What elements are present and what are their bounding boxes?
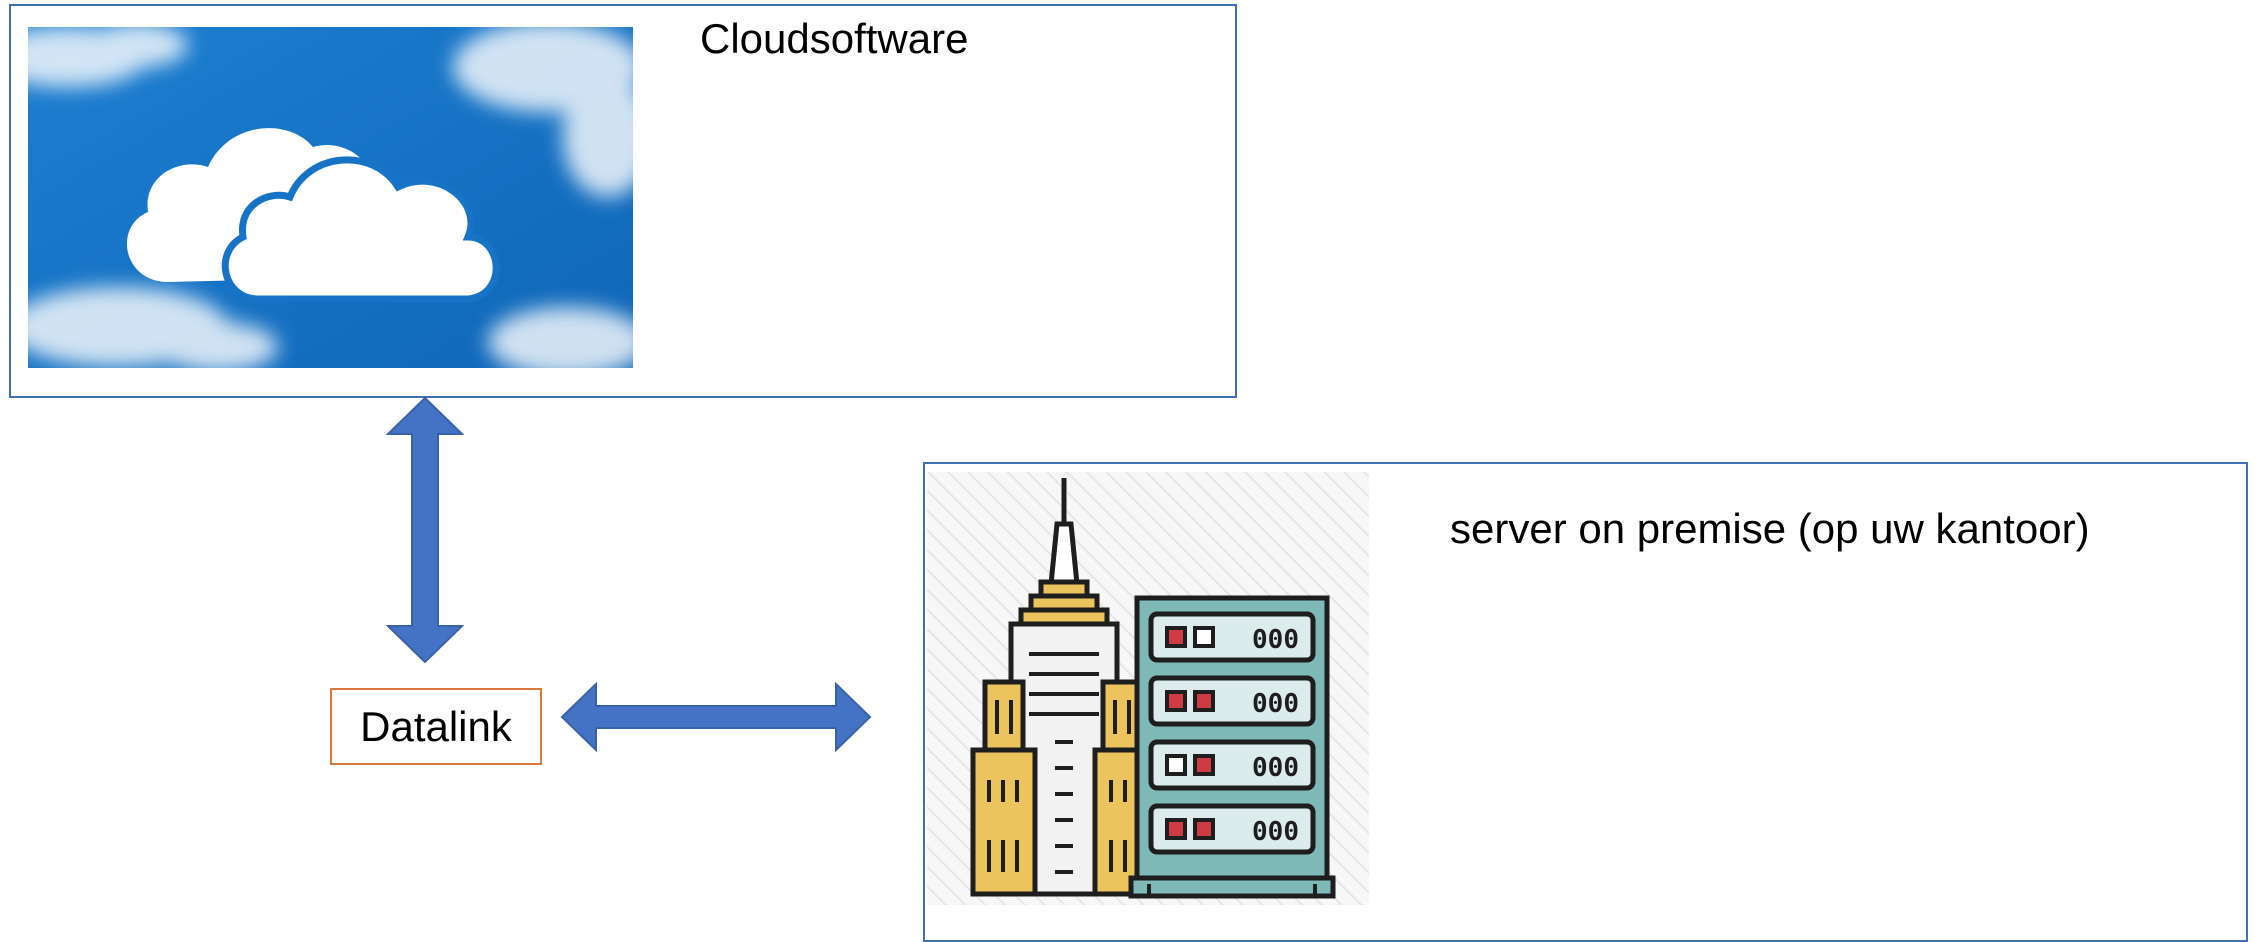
rack-unit [1148,611,1316,663]
rack-unit [1148,803,1316,855]
horizontal-double-arrow [560,682,872,752]
rack-indicator-light [1193,626,1215,648]
rack-indicator-light [1165,690,1187,712]
rack-unit [1148,739,1316,791]
cloud-software-title: Cloudsoftware [700,15,969,62]
cloud-icon [28,27,633,368]
rack-indicator-light [1193,818,1215,840]
rack-unit-label: 000 [1252,689,1299,719]
datalink-node: Datalink [330,688,542,765]
rack-unit-label: 000 [1252,625,1299,655]
server-on-premise-title: server on premise (op uw kantoor) [1450,505,2090,552]
rack-indicator-light [1165,754,1187,776]
rack-indicator-light [1165,818,1187,840]
rack-indicator-light [1165,626,1187,648]
rack-unit-label: 000 [1252,753,1299,783]
office-server-icon: 000 000 000 000 [927,472,1369,905]
datalink-label: Datalink [360,702,512,750]
rack-unit [1148,675,1316,727]
rack-indicator-light [1193,754,1215,776]
rack-indicator-light [1193,690,1215,712]
rack-unit-label: 000 [1252,817,1299,847]
vertical-double-arrow [385,396,465,664]
